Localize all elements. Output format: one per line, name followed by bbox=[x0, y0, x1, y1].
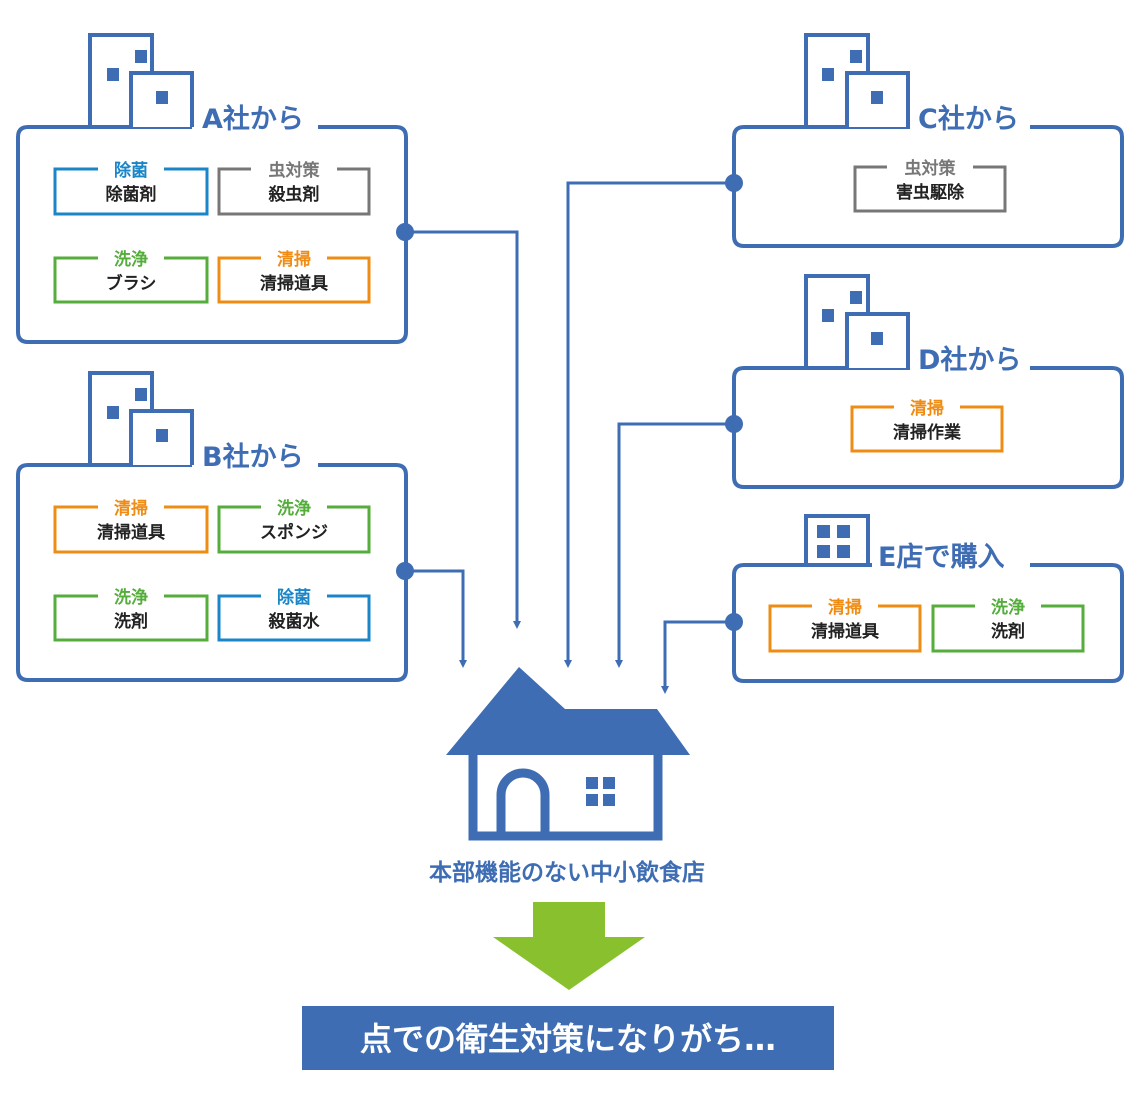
tag-item: 殺菌水 bbox=[268, 611, 321, 632]
tag-category: 除菌 bbox=[114, 160, 148, 181]
connector-e-dot bbox=[725, 613, 743, 631]
tag-b-3: 洗浄 洗剤 bbox=[53, 587, 209, 642]
tag-category: 洗浄 bbox=[277, 498, 311, 519]
connector-b-dot bbox=[396, 562, 414, 580]
source-a-frame bbox=[16, 125, 408, 344]
tag-a-4: 清掃 清掃道具 bbox=[217, 249, 371, 304]
building-icon bbox=[804, 274, 910, 368]
house-label: 本部機能のない中小飲食店 bbox=[429, 859, 705, 886]
tag-b-4: 除菌 殺菌水 bbox=[217, 587, 371, 642]
source-d: D社から 清掃 清掃作業 bbox=[732, 274, 1124, 489]
source-title-d: D社から bbox=[918, 344, 1021, 376]
result-label: 点での衛生対策になりがち… bbox=[360, 1020, 776, 1058]
source-e: E店で購入 清掃 清掃道具 洗浄 洗剤 bbox=[732, 514, 1124, 683]
source-c: C社から 虫対策 害虫駆除 bbox=[732, 33, 1124, 248]
tag-category: 虫対策 bbox=[269, 160, 321, 181]
source-d-frame bbox=[732, 366, 1124, 489]
tag-item: 清掃道具 bbox=[260, 273, 328, 294]
source-b: B社から 清掃 清掃道具 洗浄 スポンジ 洗浄 洗剤 除菌 殺菌水 bbox=[16, 371, 408, 682]
house-icon bbox=[446, 667, 690, 841]
result-banner bbox=[302, 1006, 834, 1070]
tag-b-2: 洗浄 スポンジ bbox=[217, 498, 371, 554]
tag-category: 清掃 bbox=[828, 597, 862, 618]
tag-item: 洗剤 bbox=[114, 611, 148, 632]
building-icon bbox=[88, 371, 194, 465]
tag-category: 洗浄 bbox=[114, 587, 148, 608]
building-icon bbox=[804, 33, 910, 127]
tag-a-2: 虫対策 殺虫剤 bbox=[217, 160, 371, 216]
source-a: A社から 除菌 除菌剤 虫対策 殺虫剤 洗浄 ブラシ 清掃 清掃道具 bbox=[16, 33, 408, 344]
down-arrow-icon bbox=[493, 902, 645, 990]
tag-a-3: 洗浄 ブラシ bbox=[53, 249, 209, 304]
tag-item: 殺虫剤 bbox=[268, 184, 320, 205]
tag-category: 虫対策 bbox=[905, 158, 957, 179]
tag-c-1: 虫対策 害虫駆除 bbox=[853, 158, 1007, 213]
source-title-a: A社から bbox=[202, 103, 304, 135]
connector-a-dot bbox=[396, 223, 414, 241]
connector-d bbox=[615, 422, 734, 668]
tag-category: 清掃 bbox=[277, 249, 311, 270]
tag-category: 清掃 bbox=[910, 398, 944, 419]
connector-a bbox=[405, 230, 521, 629]
tag-e-1: 清掃 清掃道具 bbox=[768, 597, 922, 653]
house-window bbox=[586, 777, 615, 806]
tag-item: スポンジ bbox=[260, 522, 328, 543]
connectors bbox=[396, 174, 743, 694]
source-b-frame bbox=[16, 463, 408, 682]
tag-category: 洗浄 bbox=[114, 249, 148, 270]
tag-item: 除菌剤 bbox=[106, 184, 157, 205]
store-icon bbox=[804, 514, 870, 565]
connector-c bbox=[564, 181, 734, 668]
tag-item: 清掃道具 bbox=[811, 621, 879, 642]
connector-d-dot bbox=[725, 415, 743, 433]
tag-item: 清掃道具 bbox=[97, 522, 165, 543]
connector-b bbox=[405, 569, 467, 668]
tag-item: 害虫駆除 bbox=[896, 182, 965, 203]
tag-item: 清掃作業 bbox=[893, 422, 961, 443]
tag-item: ブラシ bbox=[106, 273, 157, 294]
connector-e bbox=[661, 620, 734, 694]
source-title-c: C社から bbox=[918, 103, 1019, 135]
tag-a-1: 除菌 除菌剤 bbox=[53, 160, 209, 216]
tag-category: 除菌 bbox=[277, 587, 311, 608]
tag-d-1: 清掃 清掃作業 bbox=[850, 398, 1004, 453]
building-icon bbox=[88, 33, 194, 127]
tag-category: 清掃 bbox=[114, 498, 148, 519]
tag-b-1: 清掃 清掃道具 bbox=[53, 498, 209, 554]
connector-c-dot bbox=[725, 174, 743, 192]
source-c-frame bbox=[732, 125, 1124, 248]
source-title-e: E店で購入 bbox=[878, 542, 1004, 573]
source-title-b: B社から bbox=[202, 441, 304, 473]
tag-category: 洗浄 bbox=[991, 597, 1025, 618]
tag-e-2: 洗浄 洗剤 bbox=[931, 597, 1085, 653]
tag-item: 洗剤 bbox=[991, 621, 1025, 642]
source-e-frame bbox=[732, 563, 1124, 683]
house-door bbox=[496, 768, 550, 836]
